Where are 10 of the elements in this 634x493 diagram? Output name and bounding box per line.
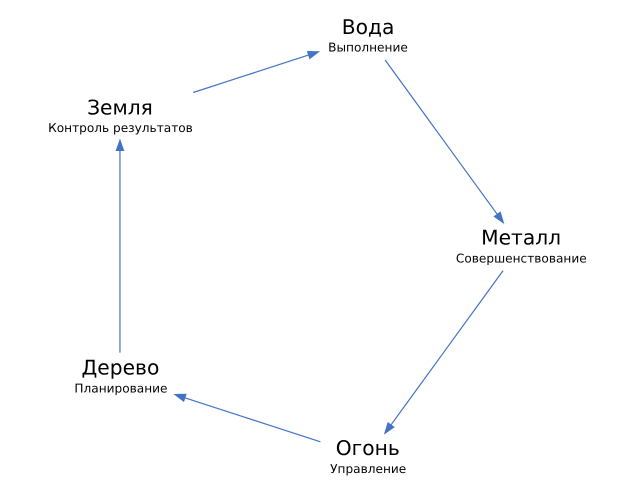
arrow — [116, 138, 124, 353]
arrow — [384, 270, 504, 435]
node-text: Земля Контроль результатов — [48, 95, 193, 136]
arrow — [173, 394, 321, 442]
node-text: Вода Выполнение — [328, 14, 408, 55]
node-text: Огонь Управление — [330, 436, 406, 476]
arrow — [193, 50, 320, 94]
node-text: Металл Совершенствование — [456, 225, 587, 266]
arrow — [384, 60, 504, 224]
node-text: Дерево Планирование — [74, 356, 168, 396]
